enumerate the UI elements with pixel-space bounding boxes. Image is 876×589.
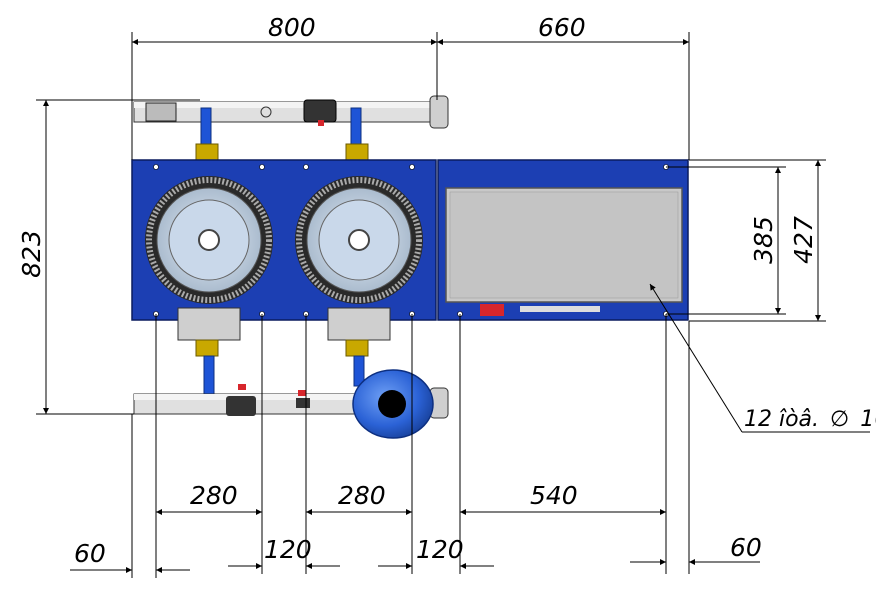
return-pipes — [195, 339, 369, 409]
expansion-tank — [352, 369, 434, 439]
callout-holes: 12 îòâ. — [744, 407, 819, 432]
dimension-lines — [36, 32, 870, 578]
dim-right-inner: 385 — [749, 216, 778, 264]
dim-s-left: 60 — [74, 539, 106, 568]
diameter-symbol: ∅ — [830, 407, 849, 432]
callout-text: 12 îòâ. ∅ 16 — [744, 407, 876, 432]
dim-s-right: 60 — [730, 533, 762, 562]
top-manifold-pipe — [133, 95, 449, 129]
dim-s-mid2: 120 — [416, 535, 464, 564]
dim-right-outer: 427 — [789, 216, 818, 264]
pump-left — [145, 176, 273, 341]
dim-s-mid1: 120 — [264, 535, 312, 564]
dim-b3: 540 — [530, 481, 578, 510]
mounting-panel-right — [437, 159, 689, 321]
holes-callout: 12 îòâ. ∅ 16 — [744, 407, 876, 432]
dimension-labels: 800 660 823 385 427 280 280 540 60 120 1… — [17, 13, 818, 568]
dim-top-left: 800 — [268, 13, 316, 42]
pump-right — [295, 176, 423, 341]
dim-left-height: 823 — [17, 230, 46, 278]
callout-diameter: 16 — [860, 407, 876, 432]
dim-b1: 280 — [190, 481, 238, 510]
dim-b2: 280 — [338, 481, 386, 510]
dim-top-right: 660 — [538, 13, 586, 42]
